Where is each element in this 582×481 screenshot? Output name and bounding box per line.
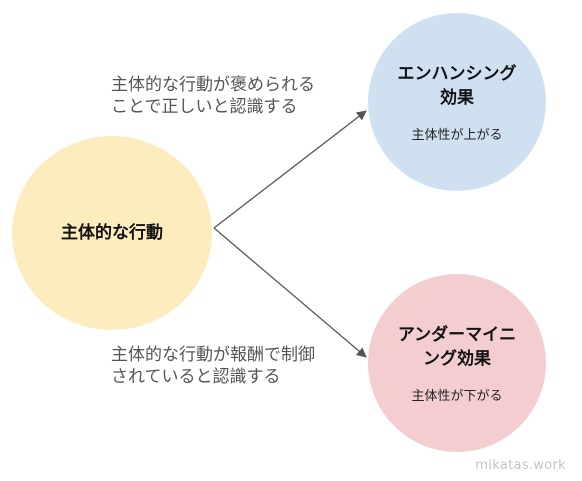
enhancing-title-line-1: エンハンシング xyxy=(397,63,517,84)
source-behavior-label: 主体的な行動 xyxy=(61,223,163,243)
undermining-title-line-1: アンダーマイニ xyxy=(397,324,517,345)
enhancing-effect-circle: エンハンシング 効果 主体性が上がる xyxy=(368,13,546,191)
edge-label-praise: 主体的な行動が褒められる ことで正しいと認識する xyxy=(111,74,315,118)
edge-label-praise-line-2: ことで正しいと認識する xyxy=(111,97,298,117)
undermining-effect-subtitle: 主体性が下がる xyxy=(411,388,503,404)
source-behavior-circle: 主体的な行動 xyxy=(12,136,212,330)
edge-label-praise-line-1: 主体的な行動が褒められる xyxy=(111,75,315,95)
enhancing-title-line-2: 効果 xyxy=(440,87,474,108)
arrow-to-undermining xyxy=(213,227,367,358)
arrow-to-enhancing xyxy=(213,110,367,229)
watermark: mikatas.work xyxy=(475,458,566,473)
edge-label-reward: 主体的な行動が報酬で制御 されていると認識する xyxy=(111,344,315,388)
enhancing-effect-subtitle: 主体性が上がる xyxy=(411,127,503,143)
enhancing-effect-title: エンハンシング 効果 xyxy=(398,62,517,110)
edge-label-reward-line-1: 主体的な行動が報酬で制御 xyxy=(111,345,315,365)
undermining-effect-circle: アンダーマイニ ング効果 主体性が下がる xyxy=(368,274,546,452)
undermining-effect-title: アンダーマイニ ング効果 xyxy=(398,323,516,371)
edge-label-reward-line-2: されていると認識する xyxy=(111,367,281,387)
undermining-title-line-2: ング効果 xyxy=(422,348,491,369)
